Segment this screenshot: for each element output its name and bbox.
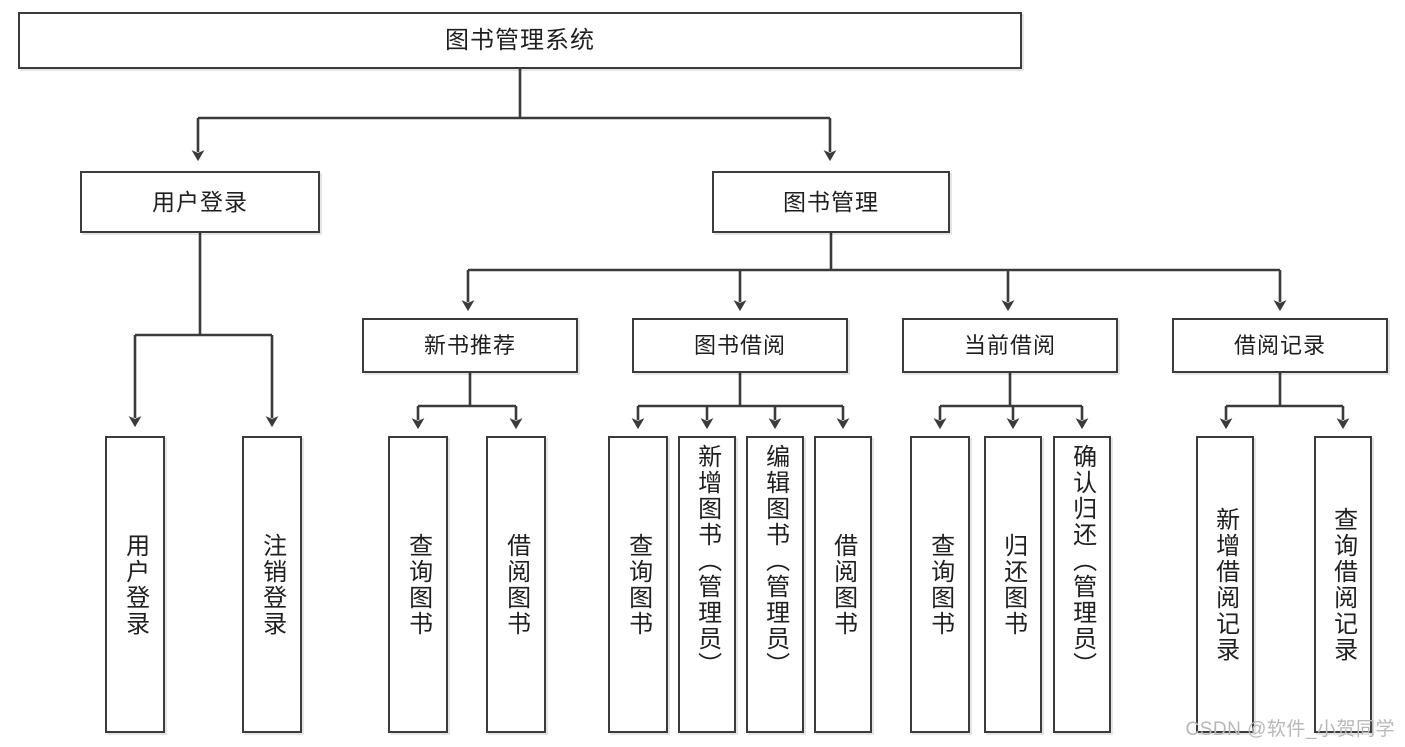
node-leaf-cur-query-label: 查询图书 bbox=[926, 532, 954, 637]
node-book-borrow[interactable]: 图书借阅 bbox=[632, 318, 848, 373]
node-root-label: 图书管理系统 bbox=[445, 26, 595, 54]
node-leaf-rec-borrow-label: 借阅图书 bbox=[502, 532, 530, 637]
node-leaf-rec-query[interactable]: 查询图书 bbox=[388, 436, 448, 733]
node-leaf-rec-query-label: 查询图书 bbox=[404, 532, 432, 637]
node-borrow-record-label: 借阅记录 bbox=[1233, 332, 1326, 358]
node-leaf-cur-return[interactable]: 归还图书 bbox=[984, 436, 1042, 733]
node-leaf-borrow-edit-label: 编辑图书（管理员） bbox=[761, 444, 789, 678]
node-book-manage[interactable]: 图书管理 bbox=[712, 171, 950, 233]
node-leaf-borrow-query[interactable]: 查询图书 bbox=[608, 436, 668, 733]
node-leaf-cur-query[interactable]: 查询图书 bbox=[910, 436, 970, 733]
node-leaf-borrow-lend[interactable]: 借阅图书 bbox=[814, 436, 872, 733]
node-leaf-borrow-lend-label: 借阅图书 bbox=[829, 532, 857, 637]
node-leaf-borrow-add-label: 新增图书（管理员） bbox=[693, 444, 721, 678]
node-root[interactable]: 图书管理系统 bbox=[18, 12, 1022, 69]
node-leaf-user-logout-label: 注销登录 bbox=[258, 532, 286, 637]
node-user-login[interactable]: 用户登录 bbox=[80, 171, 320, 233]
node-leaf-borrow-edit[interactable]: 编辑图书（管理员） bbox=[746, 436, 804, 733]
node-leaf-borrow-query-label: 查询图书 bbox=[624, 532, 652, 637]
node-leaf-cur-return-label: 归还图书 bbox=[999, 532, 1027, 637]
node-leaf-rec-borrow[interactable]: 借阅图书 bbox=[486, 436, 546, 733]
node-borrow-record[interactable]: 借阅记录 bbox=[1172, 318, 1388, 373]
node-leaf-rec-add[interactable]: 新增借阅记录 bbox=[1196, 436, 1254, 733]
node-new-book-rec[interactable]: 新书推荐 bbox=[362, 318, 578, 373]
node-user-login-label: 用户登录 bbox=[152, 188, 248, 215]
node-new-book-rec-label: 新书推荐 bbox=[423, 332, 516, 358]
node-leaf-borrow-add[interactable]: 新增图书（管理员） bbox=[678, 436, 736, 733]
node-leaf-user-login[interactable]: 用户登录 bbox=[105, 436, 165, 733]
node-leaf-rec-add-label: 新增借阅记录 bbox=[1211, 506, 1239, 663]
watermark: CSDN @软件_小贺同学 bbox=[1185, 719, 1395, 740]
node-current-borrow-label: 当前借阅 bbox=[963, 332, 1056, 358]
node-leaf-cur-confirm-label: 确认归还（管理员） bbox=[1068, 444, 1096, 678]
node-leaf-rec-search-label: 查询借阅记录 bbox=[1329, 506, 1357, 663]
node-current-borrow[interactable]: 当前借阅 bbox=[902, 318, 1118, 373]
node-leaf-user-login-label: 用户登录 bbox=[121, 532, 149, 637]
node-leaf-cur-confirm[interactable]: 确认归还（管理员） bbox=[1053, 436, 1111, 733]
node-leaf-rec-search[interactable]: 查询借阅记录 bbox=[1314, 436, 1372, 733]
node-book-borrow-label: 图书借阅 bbox=[693, 332, 786, 358]
node-leaf-user-logout[interactable]: 注销登录 bbox=[242, 436, 302, 733]
node-book-manage-label: 图书管理 bbox=[783, 188, 879, 215]
